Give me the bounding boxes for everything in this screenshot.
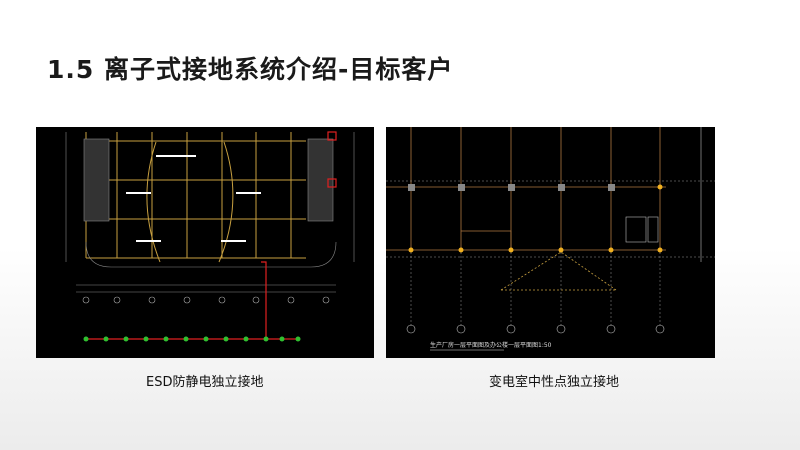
caption-transformer-grounding: 变电室中性点独立接地 [489,375,620,390]
transformer-room-grounding-cad-drawing: 生产厂房一层平面图及办公楼一层平面图1:50 [386,127,715,358]
drawing-label: 生产厂房一层平面图及办公楼一层平面图1:50 [430,341,552,349]
caption-esd-grounding: ESD防静电独立接地 [146,375,264,390]
slide-title: 1.5 离子式接地系统介绍-目标客户 [47,55,454,84]
esd-cad-svg [65,131,355,342]
esd-grounding-cad-drawing [36,127,374,358]
transformer-cad-svg: 生产厂房一层平面图及办公楼一层平面图1:50 [386,127,715,351]
ground-electrodes [83,336,301,342]
